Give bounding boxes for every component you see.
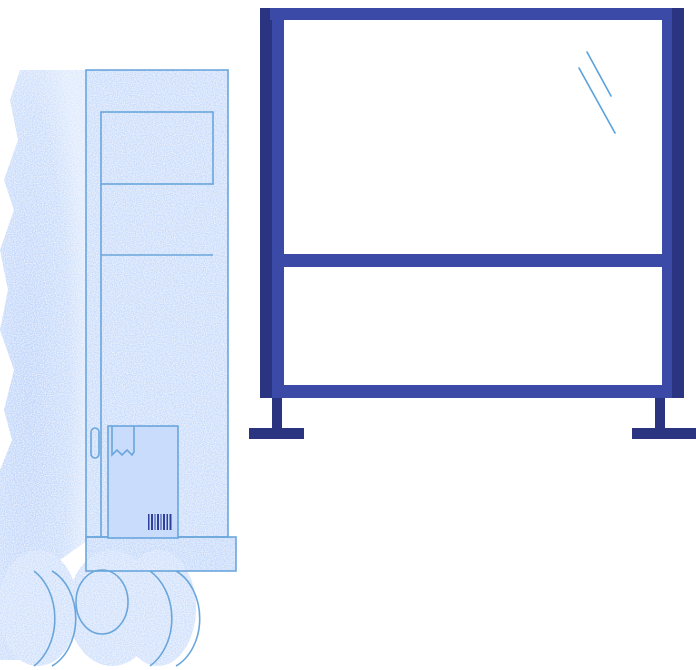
cart-shadow-blob [0, 70, 88, 660]
package-tape-notch [111, 426, 135, 457]
cart-latch [90, 427, 100, 459]
glass-glint [578, 51, 616, 134]
panel-right-foot [632, 428, 696, 439]
display-panel-icon [249, 8, 696, 439]
package-box [107, 425, 179, 539]
cart-wheel-right-outline [149, 570, 173, 667]
cart-wheels [0, 550, 196, 666]
panel-left-foot [249, 428, 304, 439]
panel-right-stile [662, 20, 672, 396]
cart-wheel-center-outline [75, 569, 129, 635]
cart-with-package-icon [0, 70, 236, 666]
panel-left-stile [272, 20, 284, 396]
panel-left-post [260, 8, 272, 398]
cart-wheel-left-outline [33, 570, 56, 667]
package-icon [107, 425, 179, 539]
panel-middle-rail [284, 254, 662, 267]
panel-left-leg [272, 398, 282, 430]
panel-right-post [672, 8, 684, 398]
panel-bottom-rail [272, 385, 672, 398]
barcode-icon [148, 514, 172, 530]
panel-top-rail [270, 8, 684, 20]
cart-upper-compartment [100, 111, 214, 185]
cart-wheel-left-inner [51, 570, 77, 667]
cart-wheel-right-inner [175, 570, 201, 667]
panel-right-leg [655, 398, 665, 430]
